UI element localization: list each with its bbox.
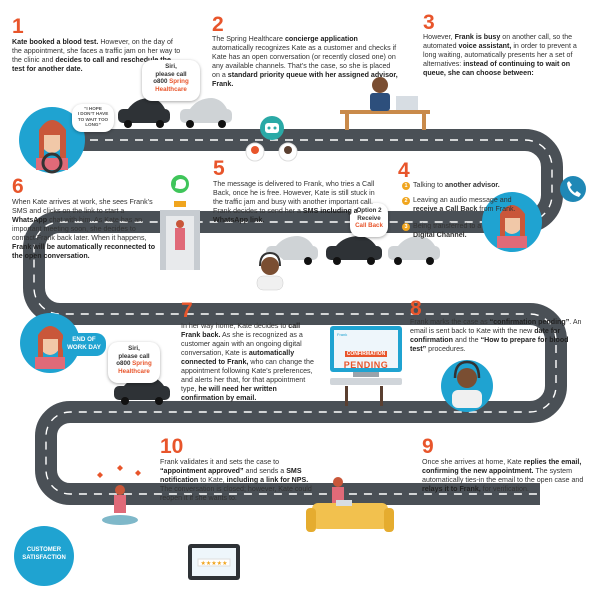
svg-text:★★★★★: ★★★★★	[201, 560, 228, 567]
step-8-number: 8	[410, 297, 422, 320]
step-3-number: 3	[423, 11, 435, 34]
step-8-text: Frank marks the case as “confirmation pe…	[410, 318, 582, 353]
step-7-number: 7	[181, 299, 193, 322]
monitor-small-label: Frank	[337, 332, 348, 337]
elevator-scene	[160, 201, 200, 270]
step-1-number: 1	[12, 15, 24, 38]
step-5-number: 5	[213, 157, 225, 180]
step-10-text: Frank validates it and sets the case to …	[160, 458, 312, 502]
confirmation-monitor	[330, 326, 402, 406]
step-6-text: When Kate arrives at work, she sees Fran…	[12, 198, 156, 260]
car-grey-1	[180, 98, 232, 128]
step-5-text: The message is delivered to Frank, who t…	[213, 180, 375, 224]
hearts-meditation	[97, 465, 141, 525]
customer-satisfaction-circle	[14, 526, 74, 586]
end-of-work-day-bubble: END OF WORK DAY	[62, 333, 106, 356]
step-9-number: 9	[422, 435, 434, 458]
car-grey-3	[388, 236, 440, 265]
customer-satisfaction-label: CUSTOMER SATISFACTION	[22, 547, 66, 561]
confirmation-pending-label: CONFIRMATION PENDING	[343, 351, 389, 370]
option-2-bubble: Option 2 Receive Call Back	[350, 203, 388, 237]
frank-at-desk	[340, 77, 430, 130]
step-7-text: In her way home, Kate decides to call Fr…	[181, 322, 314, 402]
step-2-text: The Spring Healthcare concierge applicat…	[212, 35, 398, 88]
siri-bubble-1: Siri, please call o800 Spring Healthcare	[142, 60, 200, 101]
hope-quote-bubble: “I HOPE I DON’T HAVE TO WAIT TOO LONG”	[72, 104, 114, 132]
car-dark-1	[118, 98, 170, 128]
step-6-number: 6	[12, 175, 24, 198]
option-3-badge: 3	[402, 222, 410, 231]
nps-monitor: ★★★★★	[188, 544, 240, 580]
siri-bubble-2: Siri, please call o800 Spring Healthcare	[108, 342, 160, 383]
step-2-number: 2	[212, 13, 224, 36]
option-1-badge: 1	[402, 181, 410, 190]
step-1-text: Kate booked a blood test. However, on th…	[12, 38, 181, 73]
step-9-text: Once she arrives at home, Kate replies t…	[422, 458, 584, 493]
step-10-number: 10	[160, 435, 184, 458]
car-dark-2	[326, 236, 382, 265]
phone-call-badge	[560, 176, 586, 202]
step-4-number: 4	[398, 159, 410, 182]
step-3-text: However, Frank is busy on another call, …	[423, 33, 577, 77]
sofa-scene	[306, 477, 394, 532]
option-2-badge: 2	[402, 196, 410, 205]
